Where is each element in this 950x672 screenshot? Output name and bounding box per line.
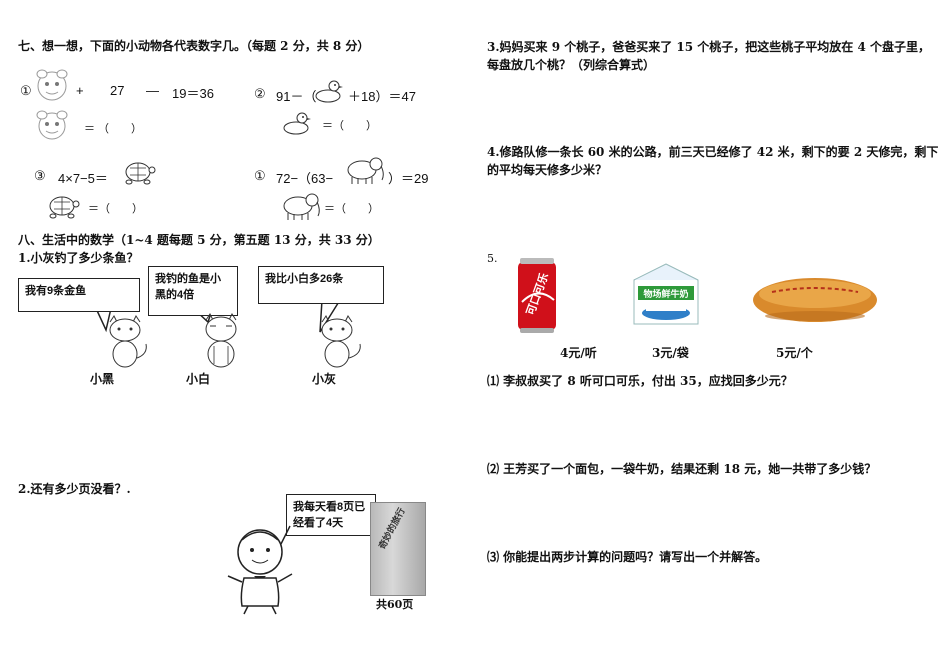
cola-can-image: 可口可乐: [518, 258, 556, 333]
answer-blank-2: ＝（ ）: [322, 120, 377, 132]
section-8-title: 八、生活中的数学（1~4 题每题 5 分，第五题 13 分，共 33 分）: [18, 233, 380, 247]
milk-label: 物场鲜牛奶: [643, 288, 688, 299]
cat-xiaobai-image: [205, 313, 237, 368]
name-xiaohui: 小灰: [312, 372, 337, 386]
problem-2-number: ②: [254, 86, 266, 101]
problem-3-lead: 4×7−5＝: [58, 171, 108, 186]
question-4: 4.修路队修一条长 60 米的公路，前三天已经修了 42 米，剩下的要 2 天修…: [487, 145, 939, 177]
duck-icon: [315, 80, 343, 103]
problem-4-number: ①: [254, 168, 266, 183]
question-1: 1.小灰钓了多少条鱼？: [18, 251, 139, 265]
question-2: 2.还有多少页没看？.: [18, 482, 131, 496]
elephant-icon: [347, 157, 384, 184]
answer-blank-3: ＝（ ）: [88, 203, 143, 215]
plus-sign: +: [76, 83, 84, 98]
question-3: 3.妈妈买来 9 个桃子，爸爸买来了 15 个桃子，把这些桃子平均放在 4 个盘…: [487, 40, 930, 72]
bubble-xiaohei: 我有9条金鱼: [18, 278, 140, 312]
price-milk: 3元/袋: [652, 346, 689, 360]
problem-2-lead: 91－（: [276, 89, 317, 104]
value-19-36: 19＝36: [172, 86, 214, 101]
price-bread: 5元/个: [776, 346, 813, 360]
bubble-xiaohui: 我比小白多26条: [258, 266, 384, 304]
duck-icon: [283, 112, 311, 135]
problem-3-number: ③: [34, 168, 46, 183]
answer-blank-4: ＝（ ）: [324, 203, 379, 215]
cartoon-face-icon: [36, 69, 68, 101]
turtle-icon: [125, 162, 156, 185]
price-cola: 4元/听: [560, 346, 597, 360]
problem-4-lead: 72−（63−: [276, 171, 334, 186]
bubble-boy: 我每天看8页已经看了4天: [286, 494, 376, 536]
minus-sign: —: [146, 83, 159, 98]
section-7-title: 七、想一想，下面的小动物各代表数字几。（每题 2 分，共 8 分）: [18, 39, 370, 53]
elephant-icon: [283, 193, 320, 220]
book-title: 奇妙的旅行: [376, 506, 407, 551]
bread-image: [753, 278, 877, 322]
book-pages: 共60页: [376, 598, 414, 611]
boy-image: [227, 525, 293, 615]
subquestion-1: ⑴ 李叔叔买了 8 听可口可乐，付出 35，应找回多少元？: [487, 374, 793, 388]
subquestion-2: ⑵ 王芳买了一个面包，一袋牛奶，结果还剩 18 元，她一共带了多少钱？: [487, 462, 877, 476]
name-xiaohei: 小黑: [90, 372, 115, 386]
question-5: 5.: [487, 252, 498, 265]
cat-xiaohui-image: [321, 315, 361, 368]
problem-1-number: ①: [20, 83, 32, 98]
problem-2-rest: ＋18）＝47: [348, 89, 416, 104]
cartoon-face-icon: [36, 110, 68, 140]
cat-xiaohei-image: [109, 315, 147, 368]
name-xiaobai: 小白: [186, 372, 211, 386]
bubble-xiaobai: 我钓的鱼是小黑的4倍: [148, 266, 238, 316]
problem-4-rest: ）＝29: [388, 171, 429, 186]
value-27: 27: [110, 83, 125, 98]
answer-blank-1: ＝ （ ）: [84, 123, 143, 135]
turtle-icon: [49, 196, 80, 219]
milk-carton-image: 物场鲜牛奶: [633, 263, 699, 325]
book-image: 奇妙的旅行: [370, 502, 426, 596]
subquestion-3: ⑶ 你能提出两步计算的问题吗？请写出一个并解答。: [487, 550, 768, 564]
